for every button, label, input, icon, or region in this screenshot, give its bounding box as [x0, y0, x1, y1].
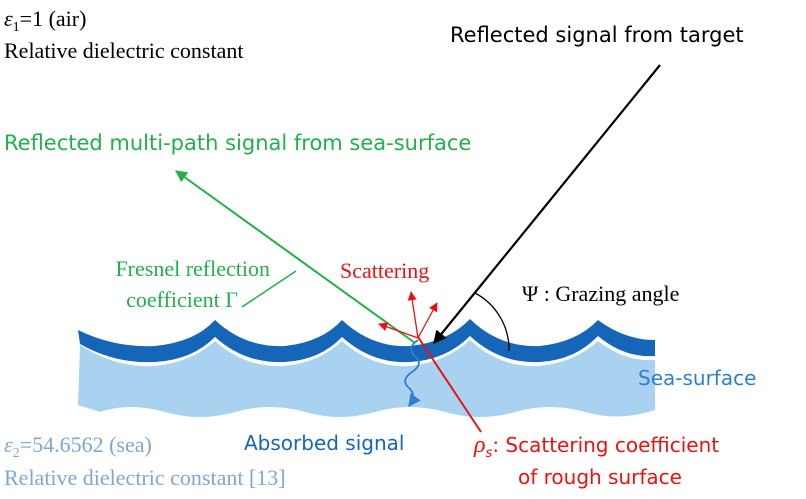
- grazing-angle-arc: [474, 292, 510, 352]
- sea-water-body: [78, 340, 655, 417]
- fresnel-leader-line: [241, 270, 297, 308]
- air-epsilon: ε1=1 (air): [4, 6, 86, 35]
- sea-surface-label: Sea-surface: [638, 366, 756, 390]
- absorbed-signal-wave: [404, 339, 421, 408]
- scattering-coefficient-label: ρs: Scattering coefficient: [473, 432, 719, 461]
- sea-epsilon: ε2=54.6562 (sea): [4, 432, 152, 461]
- scatter-arrow-upright: [417, 302, 438, 339]
- grazing-angle-label: Ψ : Grazing angle: [522, 281, 679, 306]
- air-dielectric-label: Relative dielectric constant: [4, 38, 243, 63]
- reflected-target-label: Reflected signal from target: [450, 23, 744, 47]
- incident-signal-arrow: [433, 64, 661, 345]
- scattering-coefficient-line: [417, 336, 482, 433]
- scattering-label: Scattering: [340, 258, 429, 283]
- sea-wave-crest: [78, 319, 655, 363]
- scattering-arrows: [378, 291, 438, 339]
- fresnel-label-line2: coefficient Γ: [126, 287, 238, 312]
- multipath-reflection-arrow: [175, 170, 416, 344]
- sea-dielectric-label: Relative dielectric constant [13]: [4, 465, 286, 490]
- absorbed-signal-label: Absorbed signal: [244, 431, 404, 455]
- fresnel-label-line1: Fresnel reflection: [115, 256, 270, 281]
- multipath-label: Reflected multi-path signal from sea-sur…: [4, 131, 471, 155]
- scatter-arrow-left: [378, 322, 419, 339]
- scattering-coefficient-label-line2: of rough surface: [518, 465, 682, 489]
- scatter-arrow-up: [407, 291, 419, 339]
